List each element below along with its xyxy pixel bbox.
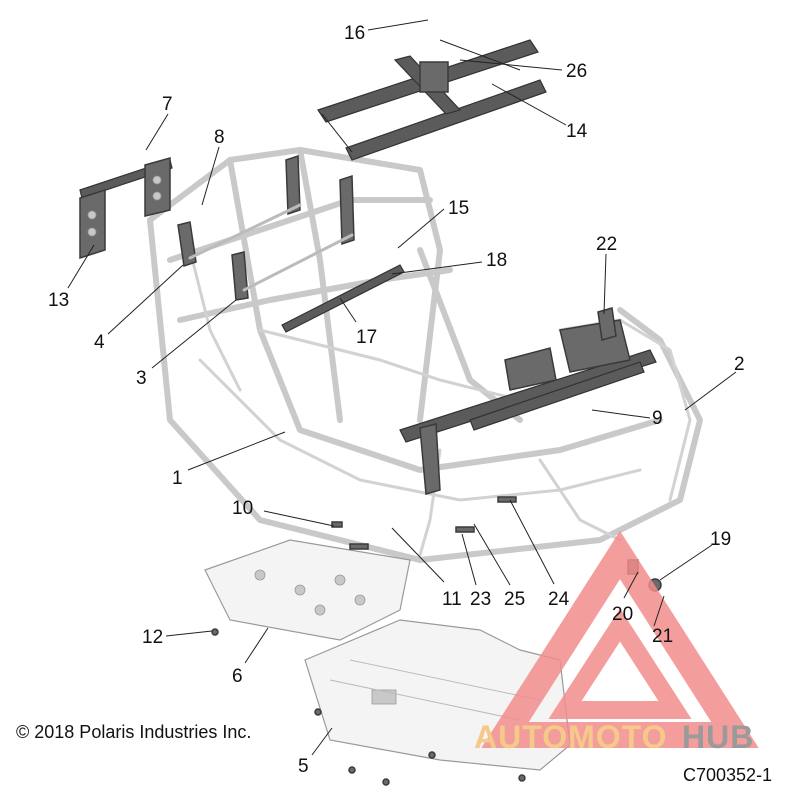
callout-3: 3 — [136, 368, 147, 389]
callout-17: 17 — [356, 327, 377, 348]
callout-2: 2 — [734, 354, 745, 375]
crossbar-brackets — [177, 154, 355, 301]
watermark-text-part2: HUB — [682, 719, 754, 755]
callout-24: 24 — [548, 589, 570, 610]
callout-14: 14 — [566, 121, 588, 142]
callout-16: 16 — [344, 23, 365, 44]
callout-8: 8 — [214, 127, 225, 148]
callout-7: 7 — [162, 94, 173, 115]
callout-23: 23 — [470, 589, 491, 610]
callout-26: 26 — [566, 61, 587, 82]
callout-4: 4 — [94, 332, 105, 353]
callout-6: 6 — [232, 666, 243, 687]
callout-5: 5 — [298, 756, 309, 777]
callout-11: 11 — [442, 589, 462, 610]
callout-1: 1 — [172, 468, 183, 489]
callout-21: 21 — [652, 626, 673, 647]
callout-12: 12 — [142, 627, 163, 648]
callout-20: 20 — [612, 604, 633, 625]
watermark-text-part1: AUTOMOTO — [474, 719, 667, 755]
side-bracket-left — [79, 157, 173, 260]
copyright-notice: © 2018 Polaris Industries Inc. — [16, 722, 252, 742]
leader-lines — [67, 19, 737, 756]
callout-labels: 1 2 3 4 5 6 7 8 9 10 11 12 13 14 15 16 1… — [48, 23, 745, 777]
figure-id: C700352-1 — [683, 765, 773, 785]
upper-rail-assembly — [317, 39, 547, 161]
watermark-logo: AUTOMOTO HUB — [474, 530, 759, 755]
skid-plate-front — [204, 539, 411, 641]
callout-25: 25 — [504, 589, 525, 610]
callout-10: 10 — [232, 498, 253, 519]
rear-assembly — [399, 307, 657, 495]
callout-15: 15 — [448, 198, 469, 219]
chassis-frame — [147, 147, 703, 563]
callout-22: 22 — [596, 234, 617, 255]
callout-9: 9 — [652, 408, 663, 429]
callout-18: 18 — [486, 250, 507, 271]
callout-19: 19 — [710, 529, 731, 550]
lower-rail — [281, 264, 405, 333]
callout-13: 13 — [48, 290, 69, 311]
